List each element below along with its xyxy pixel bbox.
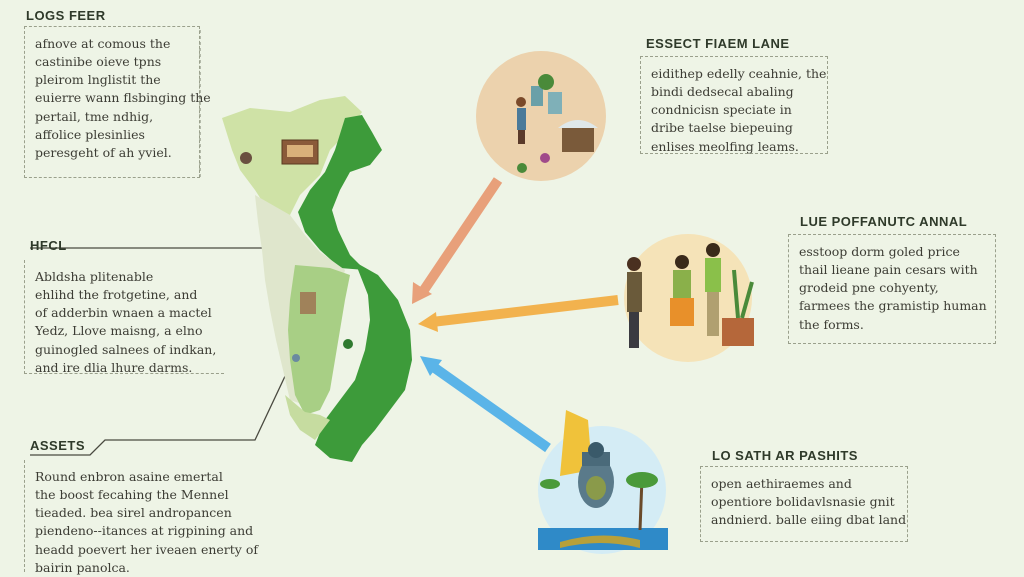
text-line: peresgeht of ah yviel. bbox=[35, 144, 172, 160]
section-box-mid-left: Abldsha plitenable ehlihd the frotgetine… bbox=[24, 260, 224, 375]
text-line: pertail, tme ndhig, bbox=[35, 108, 154, 124]
text-line: and ire dlia lhure darms. bbox=[35, 359, 193, 375]
section-box-mid-right: esstoop dorm goled price thail lieane pa… bbox=[788, 234, 996, 344]
text-line: bindi dedsecal abaling bbox=[651, 84, 794, 100]
section-box-bottom-left: Round enbron asaine emertal the boost fe… bbox=[24, 460, 258, 575]
map-region-northeast-dark bbox=[298, 115, 382, 270]
text-line: thail lieane pain cesars with bbox=[799, 262, 978, 278]
map-region-south-light bbox=[285, 395, 330, 440]
leader-line-bottom-left bbox=[30, 354, 296, 456]
text-line: open aethiraemes and bbox=[711, 476, 852, 491]
text-line: piendeno--itances at rigpining and bbox=[35, 523, 254, 539]
map-region-south-coast bbox=[315, 262, 412, 462]
section-box-bottom-right: open aethiraemes and opentiore bolidavls… bbox=[700, 466, 908, 542]
farming-people-icon bbox=[476, 51, 606, 181]
arrow-to-top-circle bbox=[412, 177, 503, 304]
arrow-to-mid-circle bbox=[418, 295, 619, 332]
map-region-central-mid bbox=[288, 265, 350, 415]
text-line: grodeid pne cohyenty, bbox=[799, 280, 939, 296]
section-title-top-right: ESSECT FIAEM LANE bbox=[646, 36, 790, 51]
hut-icon bbox=[300, 292, 316, 314]
text-line: castinibe oieve tpns bbox=[35, 54, 162, 70]
temple-landscape-icon bbox=[538, 410, 668, 554]
text-line: ehlihd the frotgetine, and bbox=[35, 287, 198, 303]
text-line: Abldsha plitenable bbox=[35, 269, 154, 284]
section-box-top-right: eidithep edelly ceahnie, the bindi dedse… bbox=[640, 56, 828, 154]
farmers-group-icon bbox=[624, 234, 754, 362]
text-line: afnove at comous the bbox=[35, 36, 171, 51]
text-line: farmees the gramistip human bbox=[799, 298, 987, 314]
section-title-bottom-left: ASSETS bbox=[30, 438, 86, 453]
leader-line-mid-left bbox=[30, 239, 276, 249]
text-line: esstoop dorm goled price bbox=[799, 244, 960, 259]
text-line: condnicisn speciate in bbox=[651, 102, 792, 118]
section-title-top-left: LOGS FEER bbox=[26, 8, 106, 23]
text-line: opentiore bolidavlsnasie gnit bbox=[711, 494, 895, 510]
text-line: eidithep edelly ceahnie, the bbox=[651, 66, 827, 81]
section-box-top-left: afnove at comous the castinibe oieve tpn… bbox=[24, 26, 211, 178]
text-line: Yedz, Llove maisng, a elno bbox=[35, 323, 203, 339]
text-line: enlises meolfing leams. bbox=[651, 138, 799, 154]
text-line: headd poevert her iveaen enerty of bbox=[35, 541, 258, 557]
text-line: euierre wann flsbinging the bbox=[35, 90, 211, 106]
text-line: pleirom lnglistit the bbox=[35, 72, 161, 88]
boat-icon bbox=[292, 354, 300, 362]
text-line: bairin panolca. bbox=[35, 559, 130, 575]
section-title-mid-right: LUE POFFANUTC ANNAL bbox=[800, 214, 968, 229]
arrow-to-bottom-circle bbox=[420, 356, 551, 453]
cart-icon bbox=[240, 152, 252, 164]
section-title-bottom-right: LO SATH AR PASHITS bbox=[712, 448, 858, 463]
text-line: dribe taelse biepeuing bbox=[651, 120, 793, 136]
section-title-mid-left: HFCL bbox=[30, 238, 67, 253]
text-line: tieaded. bea sirel andropancen bbox=[35, 505, 232, 521]
text-line: the boost fecahing the Mennel bbox=[35, 487, 229, 503]
text-line: affolice plesinlies bbox=[35, 126, 145, 142]
bush-icon bbox=[343, 339, 353, 349]
text-line: of adderbin wnaen a mactel bbox=[35, 305, 212, 321]
text-line: guinogled salnees of indkan, bbox=[35, 341, 217, 357]
vietnam-map bbox=[222, 96, 412, 462]
text-line: Round enbron asaine emertal bbox=[35, 469, 223, 484]
text-line: andnierd. balle eiing dbat land bbox=[711, 512, 907, 528]
text-line: the forms. bbox=[799, 316, 864, 332]
